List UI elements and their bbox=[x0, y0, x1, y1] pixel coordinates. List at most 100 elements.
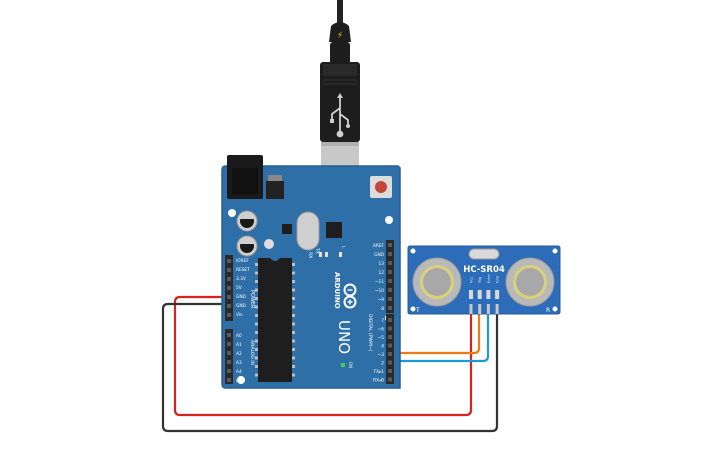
chip-pin bbox=[292, 280, 295, 283]
analog-label: ANALOG IN bbox=[249, 340, 255, 365]
sensor-pin[interactable] bbox=[478, 304, 482, 314]
header-pin[interactable] bbox=[388, 377, 392, 382]
header-pin[interactable] bbox=[388, 279, 392, 283]
sensor-pin-pad bbox=[469, 290, 473, 299]
wire-trig-orange[interactable] bbox=[391, 312, 481, 355]
wire-5v-red[interactable] bbox=[173, 295, 473, 417]
small-component bbox=[264, 239, 274, 249]
digital-header-upper[interactable] bbox=[386, 240, 394, 313]
header-pin[interactable] bbox=[227, 259, 231, 263]
arduino-uno-board[interactable]: RX TX L ARDUINO UNO ON POWER ANALOG IN D… bbox=[221, 155, 401, 389]
pin-label: A2 bbox=[236, 351, 242, 357]
header-pin[interactable] bbox=[388, 369, 392, 373]
header-pin[interactable] bbox=[388, 270, 392, 274]
chip-pin bbox=[255, 314, 258, 317]
on-led bbox=[341, 363, 345, 367]
header-pin[interactable] bbox=[388, 343, 392, 348]
digital-header-lower[interactable] bbox=[386, 314, 394, 384]
chip-pin bbox=[255, 280, 258, 283]
chip-pin bbox=[255, 365, 258, 368]
sensor-pin[interactable] bbox=[469, 304, 473, 314]
header-pin[interactable] bbox=[227, 295, 231, 299]
chip-pin bbox=[292, 297, 295, 300]
sensor-pin-label: Echo bbox=[487, 275, 491, 284]
header-pin[interactable] bbox=[227, 304, 231, 308]
pin-label: 8 bbox=[381, 306, 384, 312]
chip-pin bbox=[292, 271, 295, 275]
transmitter-transducer bbox=[412, 257, 462, 307]
sensor-model-label: HC-SR04 bbox=[463, 265, 505, 275]
header-pin[interactable] bbox=[388, 318, 392, 322]
chip-pin bbox=[255, 305, 258, 309]
pin-label: IOREF bbox=[236, 258, 249, 264]
mounting-hole bbox=[552, 248, 558, 254]
bolt-icon: ⚡ bbox=[337, 31, 343, 41]
header-pin[interactable] bbox=[227, 277, 231, 281]
usb-cable[interactable]: ⚡ bbox=[320, 0, 360, 194]
pin-label: GND bbox=[236, 303, 247, 309]
header-pin[interactable] bbox=[388, 297, 392, 301]
header-pin[interactable] bbox=[388, 352, 392, 356]
pin-label: A0 bbox=[236, 333, 242, 339]
chip-pin bbox=[292, 356, 295, 360]
digital-label: DIGITAL (PWM~) bbox=[367, 314, 373, 352]
infinity-logo bbox=[343, 283, 357, 309]
sensor-pin-label: Trig bbox=[478, 277, 482, 284]
chip-pin bbox=[255, 373, 258, 377]
wires bbox=[161, 295, 499, 433]
wire-gnd-black[interactable] bbox=[161, 302, 499, 433]
sensor-pin-pad bbox=[486, 290, 491, 299]
header-pin[interactable] bbox=[227, 268, 231, 272]
header-pin[interactable] bbox=[227, 286, 231, 290]
sensor-crystal bbox=[468, 248, 500, 260]
chip-pin bbox=[292, 373, 295, 377]
pin-label: A1 bbox=[236, 342, 242, 348]
chip-pin bbox=[292, 288, 295, 292]
crystal-oscillator bbox=[296, 211, 320, 251]
header-pin[interactable] bbox=[227, 351, 231, 355]
chip-pin bbox=[255, 271, 258, 275]
led-l bbox=[339, 252, 342, 257]
pin-label: ~10 bbox=[375, 288, 384, 294]
header-pin[interactable] bbox=[388, 326, 392, 331]
pin-label: RX◂0 bbox=[373, 378, 384, 384]
header-pin[interactable] bbox=[388, 261, 392, 265]
atmega-chip bbox=[258, 258, 292, 382]
header-pin[interactable] bbox=[388, 288, 392, 292]
mounting-hole bbox=[385, 216, 393, 224]
pin-label: ~6 bbox=[378, 327, 385, 333]
header-pin[interactable] bbox=[388, 335, 392, 339]
pin-label: Vin bbox=[236, 312, 243, 318]
header-pin[interactable] bbox=[227, 342, 231, 346]
pin-label: GND bbox=[236, 294, 247, 300]
header-pin[interactable] bbox=[227, 360, 231, 364]
header-pin[interactable] bbox=[227, 369, 231, 373]
header-pin[interactable] bbox=[388, 243, 392, 247]
t-label: T bbox=[415, 307, 420, 314]
header-pin[interactable] bbox=[227, 378, 231, 382]
sensor-pin[interactable] bbox=[486, 304, 490, 314]
chip-pin bbox=[255, 297, 258, 300]
mounting-hole bbox=[410, 248, 416, 254]
header-pin[interactable] bbox=[227, 333, 231, 337]
pin-label: ~3 bbox=[378, 352, 385, 358]
sensor-pin-label: Vcc bbox=[470, 277, 474, 283]
receiver-transducer bbox=[505, 257, 555, 307]
cable-strain-relief bbox=[329, 22, 351, 42]
sensor-pin[interactable] bbox=[495, 304, 499, 314]
analog-header[interactable] bbox=[225, 329, 233, 384]
header-pin[interactable] bbox=[388, 306, 392, 310]
chip-pin bbox=[255, 348, 258, 351]
header-pin[interactable] bbox=[388, 252, 392, 256]
header-pin[interactable] bbox=[388, 360, 392, 365]
wire-echo-blue[interactable] bbox=[391, 312, 490, 363]
chip-pin bbox=[292, 314, 295, 317]
pin-label: GND bbox=[374, 252, 385, 258]
header-pin[interactable] bbox=[227, 313, 231, 317]
pin-label: 4 bbox=[381, 344, 384, 350]
mounting-hole bbox=[228, 209, 236, 217]
